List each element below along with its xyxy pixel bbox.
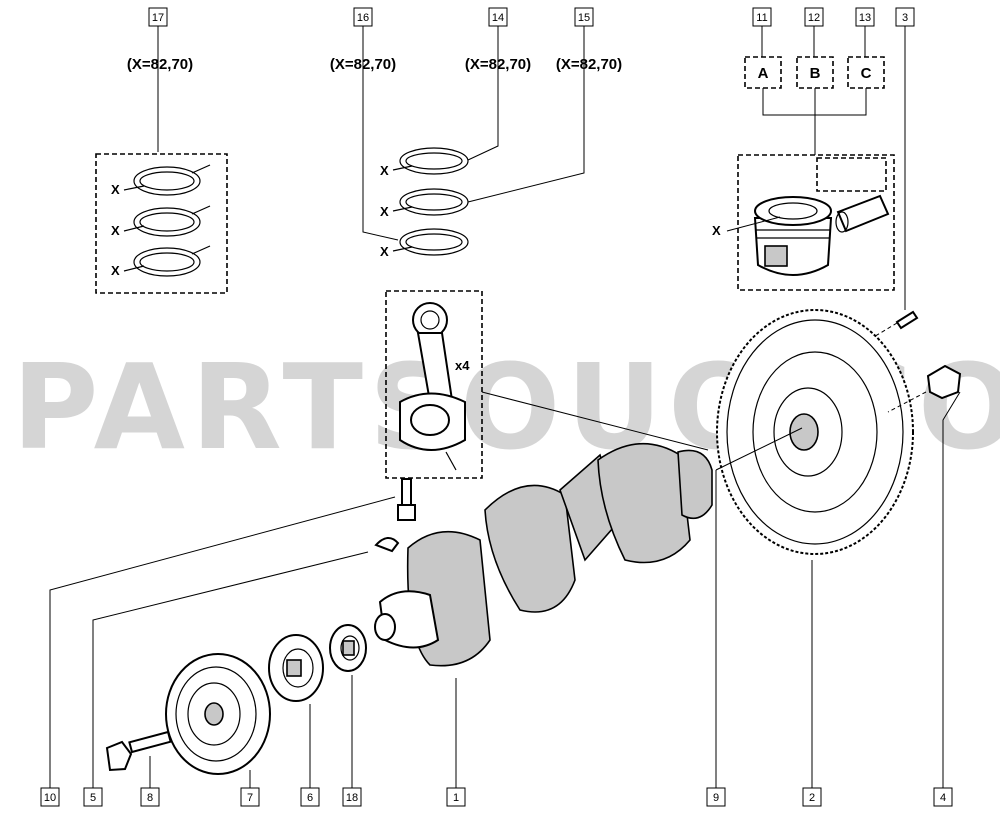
svg-text:15: 15 (578, 12, 590, 24)
svg-text:1: 1 (453, 792, 459, 804)
x-mark-7: X (712, 223, 721, 238)
ref-18[interactable]: 18 (342, 787, 362, 807)
callout-9 (715, 427, 803, 790)
svg-text:13: 13 (859, 12, 871, 24)
sprocket-6[interactable] (268, 634, 324, 790)
x-mark-5: X (380, 204, 389, 219)
rod-quantity: x4 (455, 358, 470, 373)
ref-15[interactable]: 15 (574, 7, 594, 27)
crankshaft[interactable] (374, 442, 713, 790)
ring-top (133, 166, 201, 196)
ref-10[interactable]: 10 (40, 787, 60, 807)
ref-14[interactable]: 14 (488, 7, 508, 27)
x-mark-3: X (111, 263, 120, 278)
piston-assembly[interactable]: X (712, 154, 895, 291)
svg-text:5: 5 (90, 792, 96, 804)
svg-text:6: 6 (307, 792, 313, 804)
svg-text:17: 17 (152, 12, 164, 24)
flywheel-bolt-4[interactable] (887, 364, 962, 790)
svg-text:3: 3 (902, 12, 908, 24)
ring-bottom (133, 247, 201, 277)
svg-text:2: 2 (809, 792, 815, 804)
rod-bolt-10[interactable] (49, 478, 416, 790)
svg-text:4: 4 (940, 792, 946, 804)
piston-variants: A B C (744, 26, 885, 155)
svg-text:12: 12 (808, 12, 820, 24)
svg-text:14: 14 (492, 12, 504, 24)
svg-text:10: 10 (44, 792, 56, 804)
ring-spec-15: (X=82,70) (556, 56, 622, 73)
svg-text:16: 16 (357, 12, 369, 24)
piston-rings-loose[interactable]: X X X (362, 26, 585, 259)
timing-gear-18[interactable] (329, 624, 367, 790)
ref-8[interactable]: 8 (140, 787, 160, 807)
ref-3[interactable]: 3 (895, 7, 915, 27)
ref-16[interactable]: 16 (353, 7, 373, 27)
svg-text:11: 11 (756, 12, 767, 24)
piston-ring-set-17[interactable]: X X X (95, 26, 228, 294)
connecting-rod[interactable]: x4 (385, 290, 709, 479)
ref-12[interactable]: 12 (804, 7, 824, 27)
pulley-7[interactable] (165, 653, 271, 790)
variant-b: B (810, 65, 821, 82)
ref-2[interactable]: 2 (802, 787, 822, 807)
ref-9[interactable]: 9 (706, 787, 726, 807)
key-5[interactable] (92, 537, 400, 790)
svg-text:9: 9 (713, 792, 719, 804)
ref-7[interactable]: 7 (240, 787, 260, 807)
dowel-pin-3[interactable] (871, 26, 919, 339)
ref-11[interactable]: 11 (752, 7, 772, 27)
x-mark-4: X (380, 163, 389, 178)
ref-17[interactable]: 17 (148, 7, 168, 27)
svg-text:7: 7 (247, 792, 253, 804)
ref-5[interactable]: 5 (83, 787, 103, 807)
x-mark-6: X (380, 244, 389, 259)
x-mark-1: X (111, 182, 120, 197)
ring-spec-17: (X=82,70) (127, 56, 193, 73)
svg-text:8: 8 (147, 792, 153, 804)
ref-1[interactable]: 1 (446, 787, 466, 807)
variant-a: A (758, 65, 769, 82)
flywheel-2[interactable] (716, 309, 914, 790)
ref-13[interactable]: 13 (855, 7, 875, 27)
x-mark-2: X (111, 223, 120, 238)
variant-c: C (861, 65, 872, 82)
pulley-bolt-8[interactable] (105, 730, 172, 790)
ref-4[interactable]: 4 (933, 787, 953, 807)
ref-6[interactable]: 6 (300, 787, 320, 807)
svg-text:18: 18 (346, 792, 358, 804)
ring-middle (133, 207, 201, 237)
